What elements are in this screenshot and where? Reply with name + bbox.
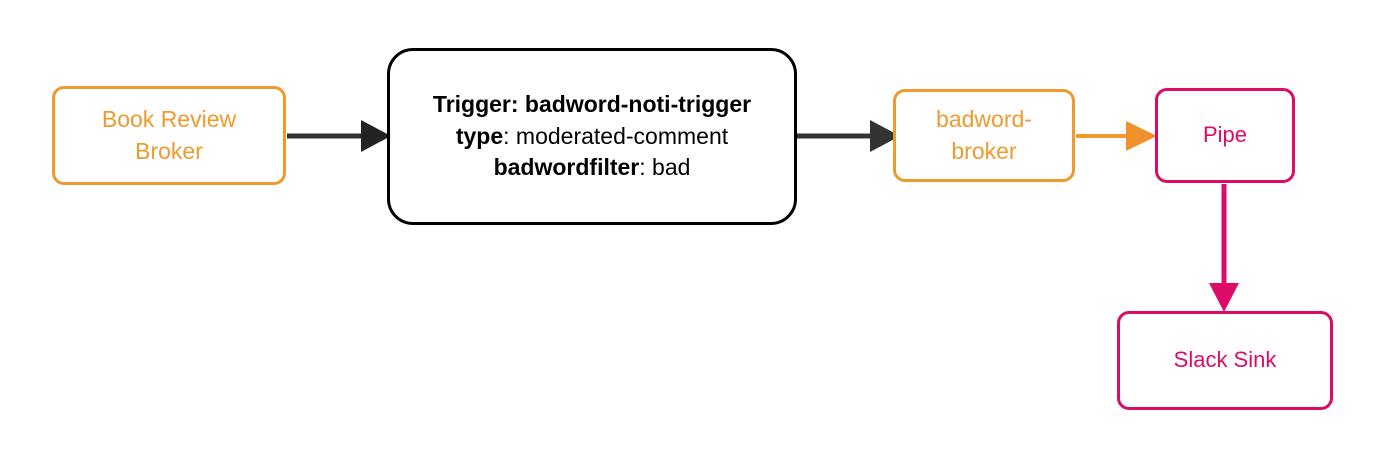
edge-pipe-to-slack-sink bbox=[1209, 184, 1239, 312]
node-book-review-broker-label: Book Review Broker bbox=[101, 105, 237, 164]
trigger-line-3-rest: : bad bbox=[639, 154, 691, 181]
trigger-line-2-bold: type bbox=[455, 122, 504, 149]
node-badword-broker[interactable]: badword- broker bbox=[893, 89, 1075, 182]
node-book-review-broker[interactable]: Book Review Broker bbox=[52, 86, 286, 185]
node-slack-sink-label: Slack Sink bbox=[1173, 347, 1277, 373]
trigger-line-3-bold: badwordfilter bbox=[493, 154, 640, 181]
edge-trigger-to-badword-broker bbox=[797, 120, 900, 152]
node-badword-noti-trigger[interactable]: Trigger: badword-noti-trigger type: mode… bbox=[387, 48, 797, 225]
trigger-line-1: Trigger: badword-noti-trigger bbox=[433, 89, 751, 121]
trigger-line-1-bold: Trigger: badword-noti-trigger bbox=[432, 90, 752, 117]
node-slack-sink[interactable]: Slack Sink bbox=[1117, 311, 1333, 410]
node-badword-broker-label: badword- broker bbox=[936, 105, 1032, 164]
trigger-line-2: type: moderated-comment bbox=[456, 121, 728, 153]
trigger-line-2-rest: : moderated-comment bbox=[503, 122, 729, 149]
edge-broker-to-trigger bbox=[287, 120, 391, 152]
edge-badword-broker-to-pipe bbox=[1076, 121, 1157, 151]
node-pipe-label: Pipe bbox=[1202, 122, 1248, 148]
node-pipe[interactable]: Pipe bbox=[1155, 88, 1295, 183]
trigger-line-3: badwordfilter: bad bbox=[494, 152, 691, 184]
